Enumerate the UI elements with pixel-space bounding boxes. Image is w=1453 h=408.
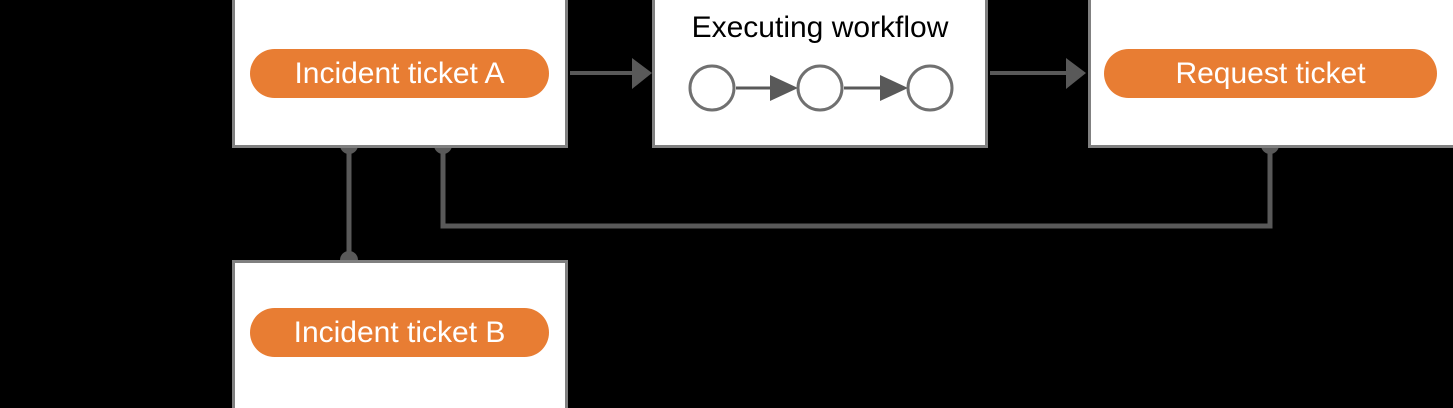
pill-request-ticket[interactable]: Request ticket [1104,49,1437,98]
workflow-arrow-1 [770,75,798,101]
pill-label-incident-ticket-b: Incident ticket B [293,315,506,349]
title-executing-workflow: Executing workflow [691,11,949,44]
pill-label-request-ticket: Request ticket [1175,56,1366,90]
workflow-node-3 [906,64,954,112]
workflow-mini-graph [688,64,954,112]
pill-incident-ticket-b[interactable]: Incident ticket B [250,308,549,357]
connector-request-to-a [440,145,1273,229]
pill-incident-ticket-a[interactable]: Incident ticket A [250,49,549,98]
arrow-a-to-workflow [570,58,652,89]
workflow-node-2 [796,64,844,112]
arrow-workflow-to-request [990,58,1086,89]
workflow-node-1 [688,64,736,112]
pill-label-incident-ticket-a: Incident ticket A [294,56,505,90]
workflow-arrow-2 [880,75,908,101]
